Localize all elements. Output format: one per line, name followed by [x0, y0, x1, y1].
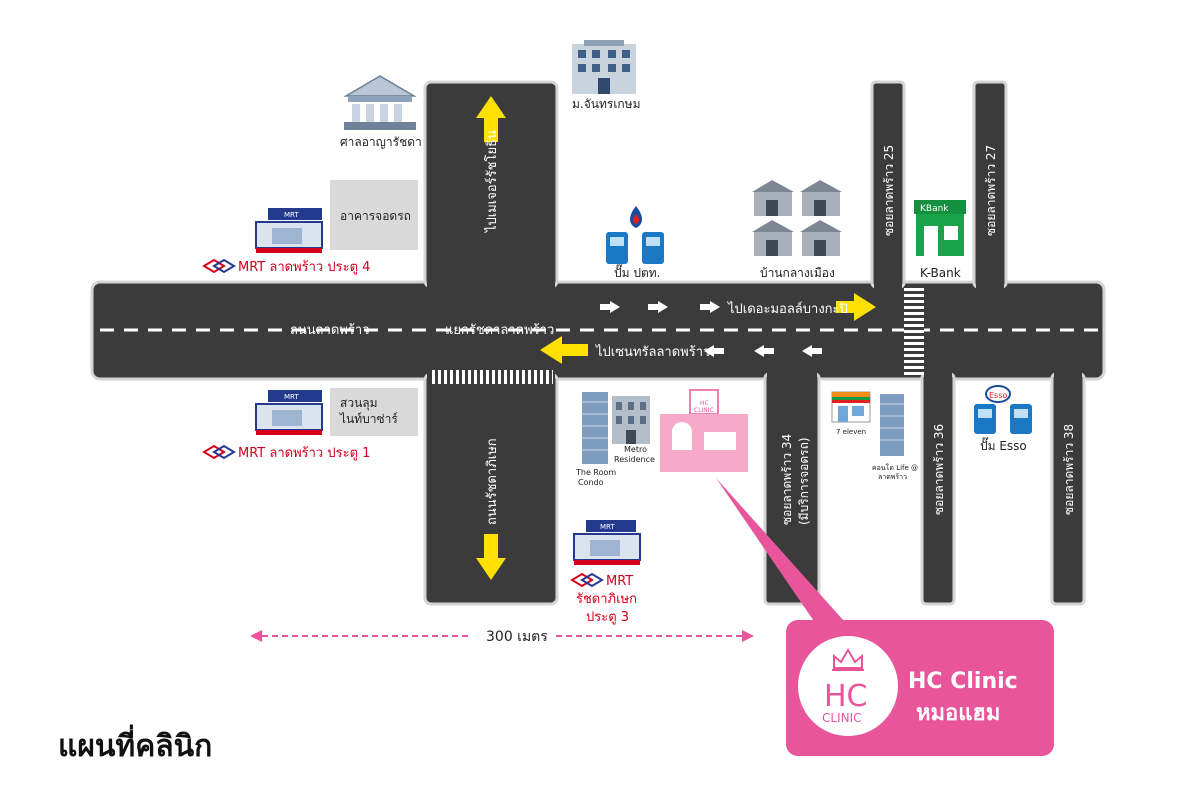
arrow-west: [540, 336, 588, 364]
callout-pointer: [716, 478, 852, 630]
white-arrows-east: [600, 301, 720, 313]
logo-letters: HC: [824, 679, 868, 714]
mrt-sign-exit3: MRT: [600, 523, 615, 531]
page-title: แผนที่คลินิก: [58, 724, 212, 764]
label-park-line2: ไนท์บาซ่าร์: [339, 412, 398, 426]
mrt-logo-icon: [202, 444, 236, 460]
kbank-sign: KBank: [920, 204, 949, 214]
label-junction: แยกรัชดาลาดพร้าว: [445, 323, 554, 338]
label-to-west: ไปเซนทรัลลาดพร้าว: [595, 344, 710, 360]
clinic-sign-line1: HC: [700, 400, 709, 407]
label-soi-25: ซอยลาดพร้าว 25: [882, 145, 896, 236]
houses-icon: [752, 180, 842, 256]
label-metro-line1: Metro: [624, 445, 647, 454]
label-mrt-exit3-line1: MRT: [606, 574, 633, 589]
parking-building-icon: [330, 180, 418, 250]
label-soi-34: ซอยลาดพร้าว 34: [780, 434, 794, 525]
label-to-south: ถนนรัชดาภิเษก: [485, 438, 500, 525]
callout-subtitle: หมอแฮม: [916, 701, 1000, 726]
mrt-station-icon-exit4: [255, 208, 323, 253]
label-court: ศาลอาญารัชดา: [340, 135, 422, 149]
arrow-east: [836, 293, 876, 321]
mrt-sign-exit4: MRT: [284, 211, 299, 219]
label-room-condo: The Room Condo: [575, 468, 619, 487]
esso-sign: Esso: [989, 391, 1007, 400]
label-condo-life: คอนโด Life @ ลาดพร้าว: [872, 463, 920, 481]
label-mrt-exit3-line3: ประตู 3: [586, 610, 629, 625]
esso-fuel-icon: [974, 385, 1032, 434]
label-park-line1: สวนลุม: [340, 396, 378, 411]
scale-bar: [250, 630, 754, 642]
label-to-north: ไปเมเจอร์รัชโยธิน: [484, 130, 500, 233]
label-mrt-exit3-line2: รัชดาภิเษก: [576, 592, 637, 607]
label-mrt-exit4: MRT ลาดพร้าว ประตู 4: [238, 260, 370, 275]
metro-residence-icon: [612, 396, 650, 444]
mrt-sign-exit1: MRT: [284, 393, 299, 401]
kbank-icon: [914, 200, 966, 256]
clinic-sign-line2: CLINIC: [694, 407, 714, 414]
label-metro-line2: Residence: [614, 455, 655, 464]
park-building-icon: [330, 388, 418, 436]
condo-life-icon: [880, 394, 904, 456]
ptt-fuel-icon: [606, 206, 664, 264]
logo-word: CLINIC: [822, 711, 862, 725]
clinic-shop-icon: [660, 389, 748, 472]
label-room-condo-line2: Condo: [578, 478, 604, 487]
arrow-north: [476, 96, 506, 142]
label-room-condo-line1: The Room: [575, 468, 616, 477]
mrt-station-icon-exit1: [255, 390, 323, 435]
court-icon: [343, 75, 417, 130]
label-soi-36: ซอยลาดพร้าว 36: [932, 424, 946, 515]
clinic-logo-icon: [798, 636, 898, 736]
room-condo-icon: [582, 392, 608, 464]
label-university: ม.จันทรเกษม: [572, 97, 641, 111]
callout-name: HC Clinic: [908, 669, 1018, 694]
crown-icon: [832, 648, 864, 671]
label-condo-life-line2: ลาดพร้าว: [878, 473, 907, 481]
label-soi-38: ซอยลาดพร้าว 38: [1062, 424, 1076, 515]
seven-eleven-icon: [831, 391, 871, 423]
mrt-logo-icon: [202, 258, 236, 274]
mrt-station-icon-exit3: [573, 520, 641, 565]
crosswalk-south: [429, 370, 553, 384]
label-soi-27: ซอยลาดพร้าว 27: [984, 145, 998, 236]
mrt-logo-icon: [570, 572, 604, 588]
label-esso: ปั๊ม Esso: [980, 437, 1027, 453]
label-main-road: ถนนลาดพร้าว: [290, 323, 370, 338]
label-to-east: ไปเดอะมอลล์บางกะปิ: [727, 301, 848, 317]
label-mrt-exit1: MRT ลาดพร้าว ประตู 1: [238, 446, 370, 461]
label-metro-residence: Metro Residence: [614, 445, 655, 464]
label-kbank: K-Bank: [920, 266, 961, 280]
label-park: สวนลุม ไนท์บาซ่าร์: [339, 396, 398, 426]
label-seven-eleven: 7 eleven: [836, 428, 866, 436]
scale-label: 300 เมตร: [486, 629, 548, 645]
crosswalk-east: [904, 286, 924, 375]
arrow-south: [476, 534, 506, 580]
white-arrows-west: [704, 345, 822, 357]
label-soi-34-note: (มีบริการจอดรถ): [797, 437, 811, 525]
label-houses: บ้านกลางเมือง: [760, 266, 835, 280]
clinic-sign: HC CLINIC: [694, 400, 714, 414]
label-ptt: ปั๊ม ปตท.: [614, 264, 660, 280]
label-condo-life-line1: คอนโด Life @: [872, 463, 918, 472]
university-icon: [572, 40, 636, 94]
label-parking: อาคารจอดรถ: [340, 209, 411, 223]
